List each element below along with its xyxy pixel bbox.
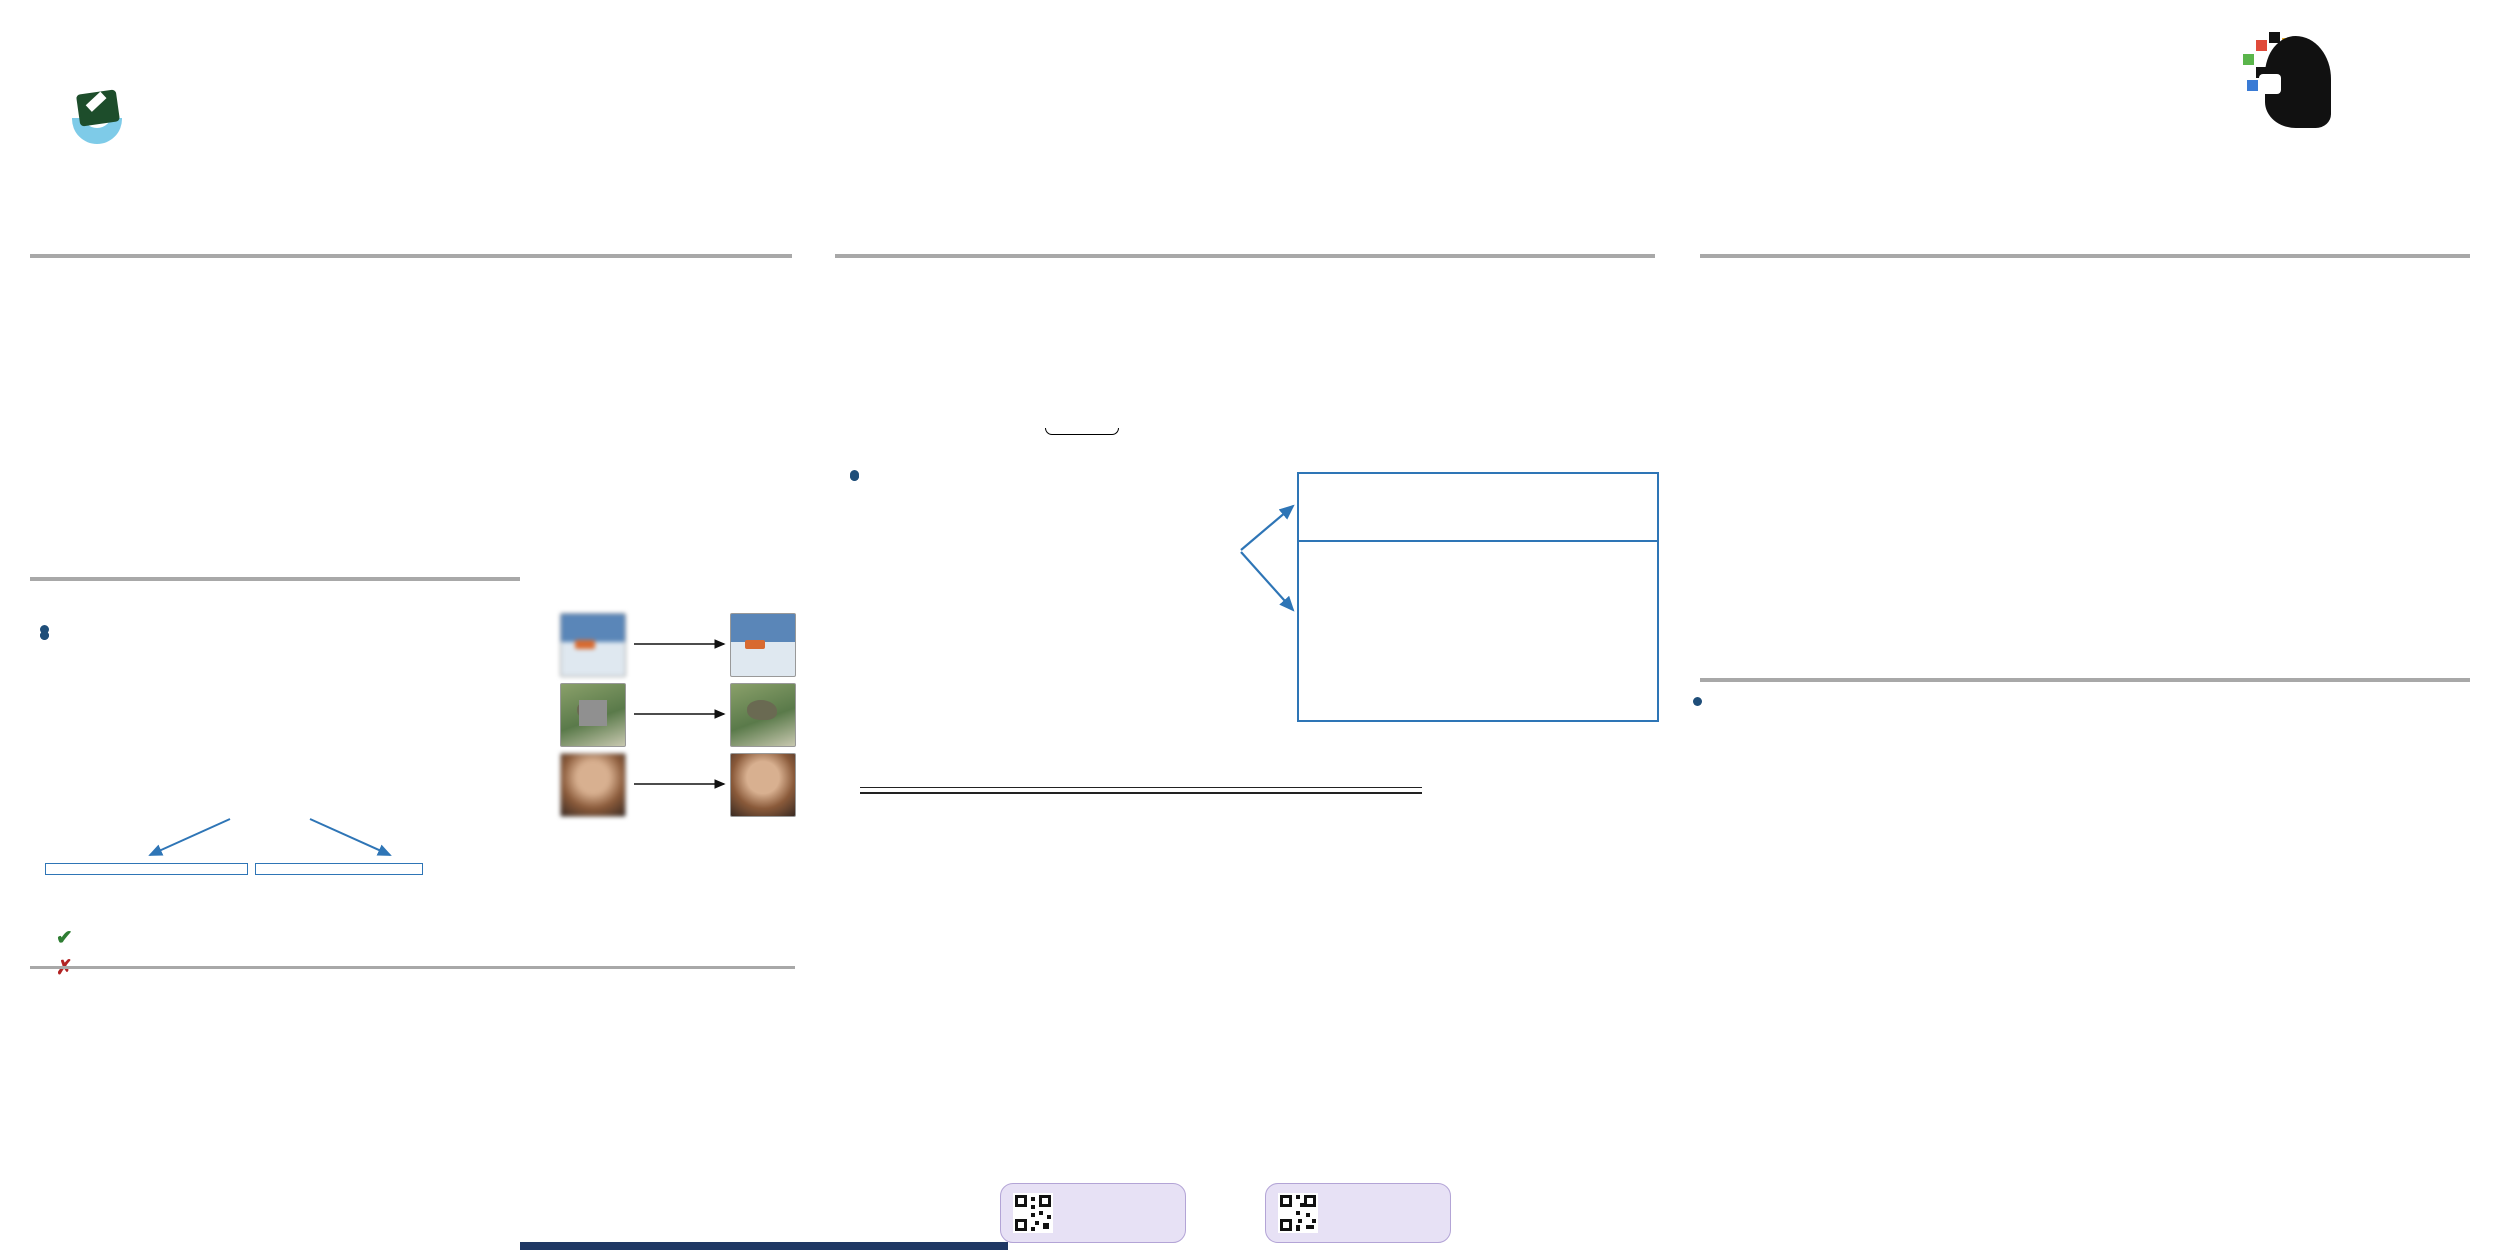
- section-rule: [835, 254, 1655, 258]
- icml-head-icon: [2243, 32, 2335, 132]
- footer-bar: [520, 1242, 1008, 1250]
- underbrace: [1045, 428, 1119, 435]
- code-button[interactable]: [1265, 1183, 1451, 1243]
- section-quantitative: [1700, 250, 2480, 258]
- likelihood-box: [45, 863, 248, 875]
- section-rule: [30, 577, 520, 581]
- qr-code-icon: [1278, 1193, 1318, 1233]
- section-overview: [30, 250, 792, 444]
- equation-arrows: [148, 818, 392, 856]
- inpainting-clean-image: [730, 683, 796, 747]
- section-rule: [30, 966, 795, 969]
- section-qualitative: [1560, 640, 2490, 1250]
- proposal-distributions-box: [1297, 540, 1659, 722]
- inpainting-observation-image: [560, 683, 626, 747]
- section-inverse-problems: ✔ ✗: [30, 573, 796, 979]
- deblurring-clean-image: [730, 613, 796, 677]
- algorithm-caption: [860, 788, 1422, 793]
- sr-observation-image: [560, 753, 626, 817]
- bar-ilan-icon: [72, 89, 130, 150]
- sr-clean-image: [730, 753, 796, 817]
- smc-arrows: [1240, 504, 1295, 612]
- paper-button[interactable]: [1000, 1183, 1186, 1243]
- algorithm-box: [860, 787, 1422, 794]
- check-icon: ✔: [56, 927, 73, 949]
- section-rule: [30, 254, 792, 258]
- icml-logo: [2243, 32, 2349, 132]
- deblurring-observation-image: [560, 613, 626, 677]
- prior-box: [255, 863, 423, 875]
- section-rule: [1700, 678, 2470, 682]
- section-rule: [1700, 254, 2470, 258]
- section-ldsmc: [835, 250, 1659, 1250]
- bar-ilan-logo: [72, 89, 140, 150]
- section-smc-pixel: [30, 962, 795, 969]
- task-arrows: [634, 639, 726, 789]
- graphical-model: [1330, 298, 1660, 498]
- qr-code-icon: [1013, 1193, 1053, 1233]
- method-overview-figure: [514, 268, 792, 440]
- target-distributions-box: [1297, 472, 1659, 542]
